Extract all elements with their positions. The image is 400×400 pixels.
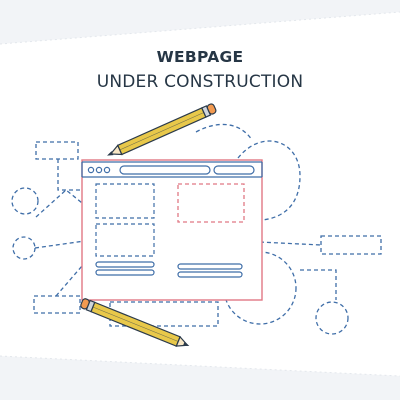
image-placeholder-right: [177, 183, 245, 223]
browser-window: [81, 159, 263, 301]
connector-left-3: [57, 159, 80, 191]
text-placeholder-left: [95, 223, 155, 257]
pencil-icon: [107, 103, 217, 156]
address-bar: [119, 165, 211, 175]
connector-left-4: [55, 265, 83, 297]
top-divider-line: [0, 11, 400, 45]
text-line-right-2: [177, 271, 243, 278]
window-dot-2: [95, 166, 103, 174]
page-title: WEBPAGE: [156, 48, 244, 66]
connector-right-2: [300, 269, 337, 300]
dashed-circle-small-right: [315, 301, 349, 335]
dashed-circle-left-top: [11, 187, 39, 215]
pencil-graphite: [182, 341, 190, 346]
window-dot-3: [103, 166, 111, 174]
text-line-right-1: [177, 263, 243, 270]
text-line-left-2: [95, 269, 155, 276]
pencil-body-stripe: [119, 112, 204, 151]
text-line-left-1: [95, 261, 155, 268]
pencil-icon: [80, 298, 190, 347]
heading-block: WEBPAGE UNDER CONSTRUCTION: [0, 48, 400, 92]
pencil-eraser: [206, 103, 217, 115]
dashed-arc-top: [195, 123, 253, 141]
search-bar: [213, 165, 255, 175]
dashed-box-left-top: [35, 141, 79, 160]
dashed-arc-top-right: [237, 140, 301, 221]
dashed-box-right: [320, 235, 382, 255]
image-placeholder-left: [95, 183, 155, 219]
browser-frame: [81, 159, 263, 301]
dashed-circle-left-bottom: [12, 236, 36, 260]
bottom-divider-line: [0, 355, 400, 377]
pencil-graphite: [107, 151, 114, 156]
window-dot-1: [87, 166, 95, 174]
bottom-background-band: [0, 356, 400, 400]
page-subtitle: UNDER CONSTRUCTION: [96, 72, 304, 92]
dashed-box-left-bottom: [33, 295, 81, 314]
pencil-body-stripe: [92, 306, 179, 342]
top-background-band: [0, 0, 400, 44]
